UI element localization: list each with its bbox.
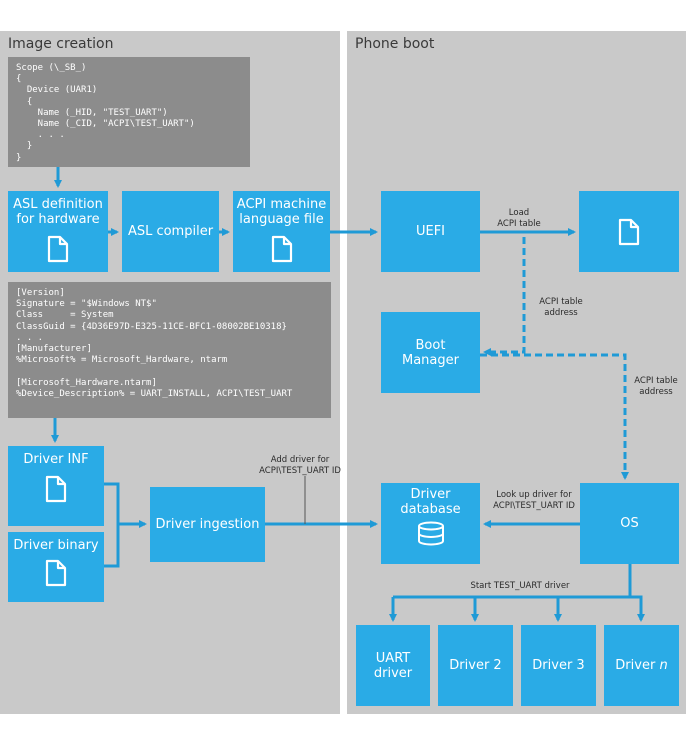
phone-boot-title: Phone boot <box>355 36 435 52</box>
image-creation-title: Image creation <box>8 36 114 52</box>
driver-2-label: Driver 2 <box>449 658 502 673</box>
acpi-file-label: ACPI machine language file <box>236 197 327 227</box>
boot-manager-box: Boot Manager <box>381 312 480 393</box>
start-driver-note: Start TEST_UART driver <box>470 581 570 591</box>
os-box: OS <box>580 483 679 564</box>
lookup-driver-note: Look up driver for ACPI\TEST_UART ID <box>493 490 575 511</box>
uefi-label: UEFI <box>415 224 446 239</box>
load-acpi-note: Load ACPI table <box>497 208 541 229</box>
driver-binary-label: Driver binary <box>13 538 99 553</box>
add-driver-note: Add driver for ACPI\TEST_UART ID <box>259 455 341 476</box>
boot-manager-label: Boot Manager <box>402 337 459 368</box>
asl-compiler-box: ASL compiler <box>122 191 219 272</box>
connector-inf-to-ingestion <box>104 482 120 524</box>
asl-code-block: Scope (\_SB_) { Device (UAR1) { Name (_H… <box>8 57 250 167</box>
driver-n-suffix: n <box>659 658 668 673</box>
arrow-to-driver-n <box>630 595 645 622</box>
driver-ingestion-label: Driver ingestion <box>155 517 260 532</box>
acpi-address-note-2: ACPI table address <box>634 376 678 397</box>
document-icon <box>271 235 292 263</box>
inf-code-block: [Version] Signature = "$Windows NT$" Cla… <box>8 282 331 418</box>
database-icon <box>417 521 444 546</box>
connector-binary-to-ingestion <box>104 524 120 568</box>
document-icon <box>47 235 69 263</box>
driver-ingestion-box: Driver ingestion <box>150 487 265 562</box>
uart-driver-box: UART driver <box>356 625 430 706</box>
asl-definition-label: ASL definition for hardware <box>13 197 103 227</box>
driver-database-box: Driver database <box>381 483 480 564</box>
driver-binary-box: Driver binary <box>8 532 104 602</box>
dashed-uefi-to-boot-manager <box>483 237 526 356</box>
asl-definition-box: ASL definition for hardware <box>8 191 108 272</box>
driver-inf-box: Driver INF <box>8 446 104 526</box>
document-icon <box>45 475 67 503</box>
uart-driver-label: UART driver <box>373 650 413 681</box>
driver-3-label: Driver 3 <box>532 658 585 673</box>
driver-n-box: Driver n <box>604 625 679 706</box>
document-icon <box>45 559 67 587</box>
driver-n-prefix: Driver <box>615 658 660 673</box>
acpi-table-box <box>579 191 679 272</box>
acpi-file-box: ACPI machine language file <box>233 191 330 272</box>
acpi-address-note-1: ACPI table address <box>539 297 583 318</box>
driver-inf-label: Driver INF <box>23 452 89 467</box>
document-icon <box>618 218 640 245</box>
driver-2-box: Driver 2 <box>438 625 513 706</box>
uefi-box: UEFI <box>381 191 480 272</box>
asl-compiler-label: ASL compiler <box>127 224 214 239</box>
driver-n-label: Driver n <box>615 658 667 673</box>
driver-3-box: Driver 3 <box>521 625 596 706</box>
driver-database-label: Driver database <box>400 487 461 517</box>
os-label: OS <box>620 516 639 531</box>
dashed-boot-manager-to-os <box>480 353 629 480</box>
